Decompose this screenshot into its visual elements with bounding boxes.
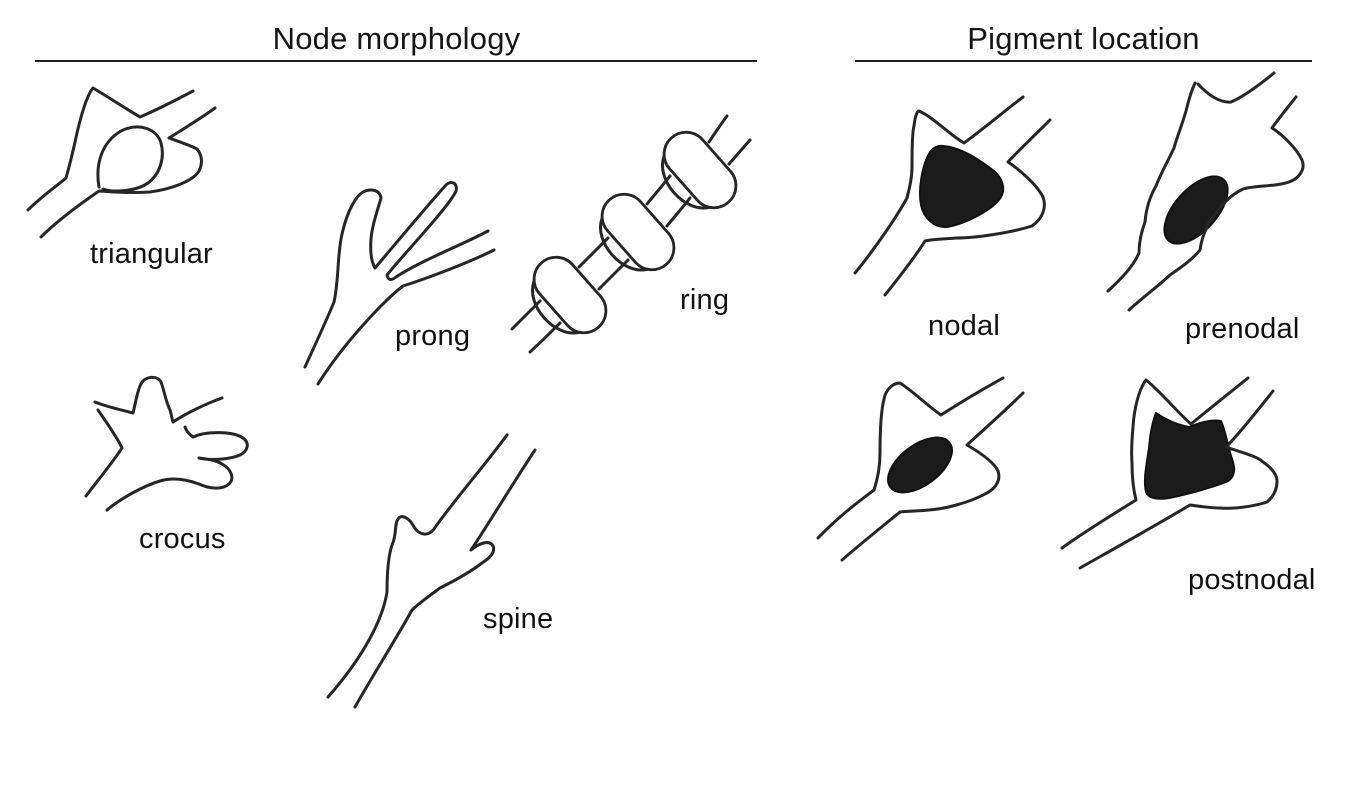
nodal-variant-pigment-ellipse: [887, 436, 953, 494]
label-spine: spine: [483, 603, 554, 635]
ring-collar-top: [661, 130, 738, 210]
prenodal-sketch: [1106, 71, 1305, 312]
nodal-pigment-blob: [919, 144, 1005, 229]
node-morphology-rule: [35, 60, 757, 62]
label-prenodal: prenodal: [1185, 313, 1300, 345]
postnodal-pigment-blob: [1143, 412, 1236, 500]
label-ring: ring: [680, 284, 730, 316]
label-prong: prong: [395, 320, 471, 352]
pigment-location-title: Pigment location: [967, 21, 1200, 56]
ring-collar-middle: [599, 192, 676, 272]
crocus-sketch: [84, 375, 249, 512]
postnodal-sketch: [1060, 376, 1279, 570]
ring-collar-bottom: [531, 255, 608, 335]
ring-sketch: [510, 114, 752, 354]
nodal-sketch: [853, 95, 1052, 297]
label-crocus: crocus: [139, 523, 226, 555]
prong-sketch: [303, 181, 496, 386]
triangular-inner-loop: [96, 125, 164, 193]
spine-sketch: [326, 433, 537, 709]
nodal-variant-sketch: [816, 376, 1025, 562]
label-postnodal: postnodal: [1188, 564, 1316, 596]
node-morphology-title: Node morphology: [272, 21, 521, 56]
pigment-location-rule: [855, 60, 1312, 62]
prenodal-pigment-ellipse: [1163, 175, 1229, 245]
triangular-sketch: [26, 86, 217, 239]
label-nodal: nodal: [928, 310, 1000, 342]
label-triangular: triangular: [90, 238, 213, 270]
